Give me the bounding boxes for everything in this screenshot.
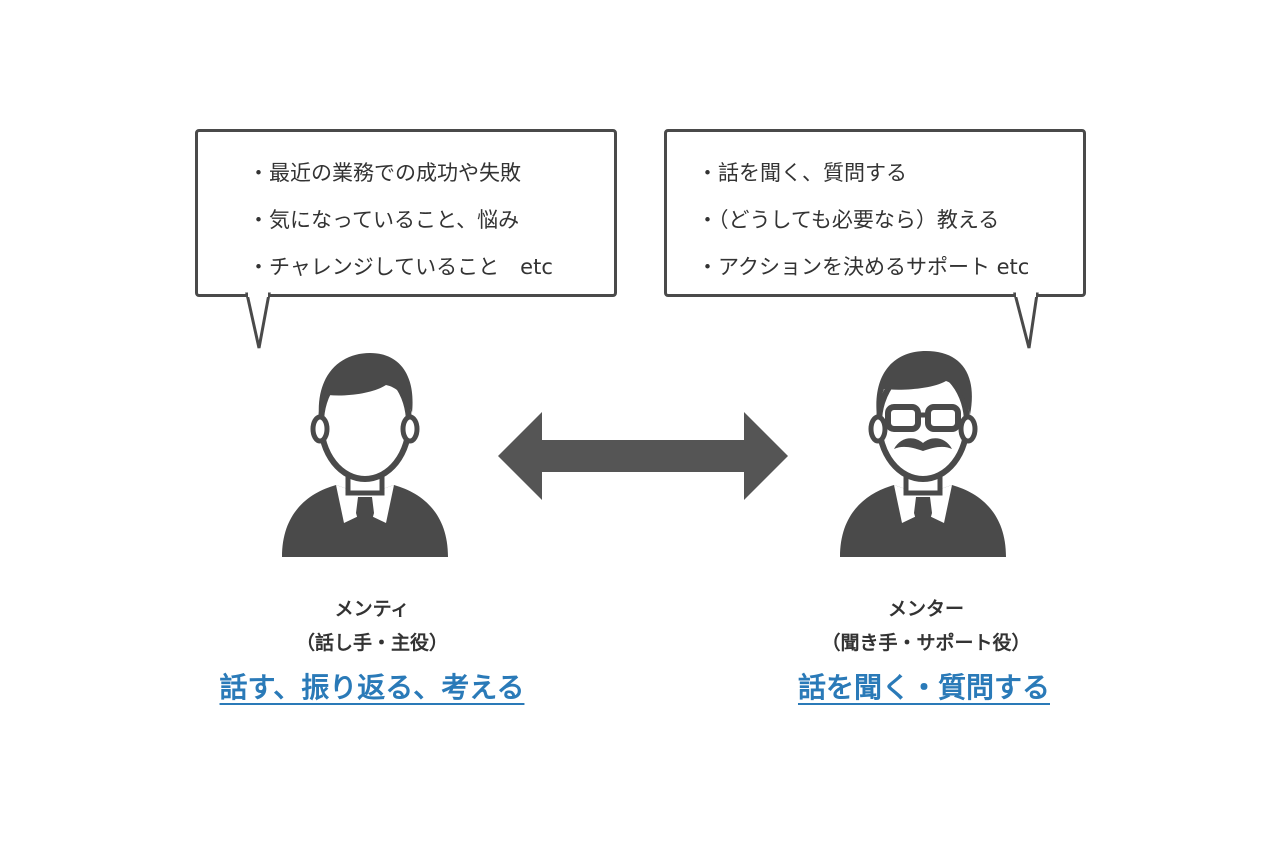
mentor-role-name: メンター [887,598,964,620]
mentor-bubble-tail [1013,292,1039,349]
mentor-speech-bubble: ・話を聞く、質問する ・（どうしても必要なら）教える ・アクションを決めるサポー… [664,129,1086,297]
mentor-person-icon [840,351,1006,557]
mentor-bubble-line: ・話を聞く、質問する [697,161,907,185]
double-arrow-icon [498,412,788,500]
mentor-bubble-line: ・（どうしても必要なら）教える [697,208,1000,232]
mentee-role-name: メンティ [334,598,410,620]
mentee-person-icon [282,353,448,557]
mentee-role-desc: （話し手・主役） [295,632,448,654]
mentee-action-link[interactable]: 話す、振り返る、考える [219,671,525,704]
mentee-bubble-line: ・チャレンジしていること etc [248,255,553,279]
mentee-bubble-tail [245,292,271,349]
mentee-bubble-line: ・最近の業務での成功や失敗 [248,161,521,185]
mentor-role-desc: （聞き手・サポート役） [821,632,1031,654]
mentee-bubble-line: ・気になっていること、悩み [248,208,520,232]
mentee-speech-bubble: ・最近の業務での成功や失敗 ・気になっていること、悩み ・チャレンジしていること… [195,129,617,297]
mentor-bubble-line: ・アクションを決めるサポート etc [697,255,1030,279]
mentor-action-link[interactable]: 話を聞く・質問する [797,671,1050,704]
